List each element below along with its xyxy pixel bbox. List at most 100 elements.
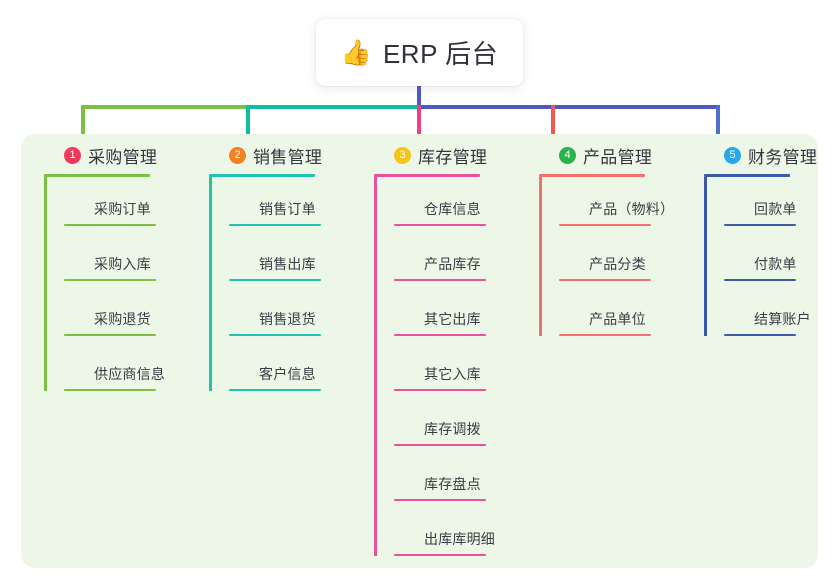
branch-header-rule <box>44 174 150 177</box>
branch-drop-line-3 <box>417 105 421 156</box>
branch-item-rule <box>394 499 486 501</box>
branch-header-rule <box>539 174 645 177</box>
branch-title: 产品管理 <box>583 147 653 167</box>
branch-item-rule <box>64 389 156 391</box>
branch-item[interactable]: 库存调拨 <box>394 397 524 452</box>
branch-header-rule <box>704 174 790 177</box>
branch-item-label: 产品（物料） <box>589 201 675 217</box>
branch-item-rule <box>394 444 486 446</box>
branch-item-rule <box>724 334 796 336</box>
branch-number-badge: 3 <box>394 146 411 164</box>
bus-segment-1 <box>81 105 248 109</box>
branch-drop-line-4 <box>551 105 555 156</box>
branch-drop-line-2 <box>246 105 250 156</box>
branch-item-rule <box>229 224 321 226</box>
root-node-content: 👍 ERP 后台 <box>341 34 498 71</box>
branch-item-label: 出库库明细 <box>424 531 495 547</box>
branch-item-label: 仓库信息 <box>424 201 481 217</box>
branch-item[interactable]: 销售退货 <box>229 287 359 342</box>
branch-header-5[interactable]: 5 财务管理 <box>704 143 834 167</box>
branch-number-badge: 5 <box>724 146 741 164</box>
branch-item-rule <box>394 224 486 226</box>
branch-item[interactable]: 付款单 <box>724 232 834 287</box>
branch-item[interactable]: 客户信息 <box>229 342 359 397</box>
branch-number-badge: 2 <box>229 146 246 164</box>
branch-header-2[interactable]: 2 销售管理 <box>209 143 359 167</box>
branch-items: 销售订单销售出库销售退货客户信息 <box>209 177 359 397</box>
branch-column-2: 2 销售管理销售订单销售出库销售退货客户信息 <box>209 143 359 397</box>
branch-spine-line <box>374 177 377 556</box>
branch-item-rule <box>64 224 156 226</box>
branch-item[interactable]: 产品库存 <box>394 232 524 287</box>
branch-item-rule <box>724 224 796 226</box>
branch-drop-line-1 <box>81 105 85 156</box>
branch-item[interactable]: 其它入库 <box>394 342 524 397</box>
branch-item-rule <box>394 279 486 281</box>
branch-item-label: 产品单位 <box>589 311 646 327</box>
branch-item-rule <box>559 334 651 336</box>
branch-spine-line <box>539 177 542 336</box>
branch-drop-line-5 <box>716 105 720 156</box>
branch-item-rule <box>229 334 321 336</box>
branch-item-rule <box>559 224 651 226</box>
branch-item-label: 销售出库 <box>259 256 316 272</box>
branch-item-label: 销售退货 <box>259 311 316 327</box>
branch-item[interactable]: 供应商信息 <box>64 342 194 397</box>
branch-spine-line <box>44 177 47 391</box>
branch-item[interactable]: 其它出库 <box>394 287 524 342</box>
branch-spine-line <box>704 177 707 336</box>
branch-item[interactable]: 产品分类 <box>559 232 689 287</box>
branch-title: 采购管理 <box>88 147 158 167</box>
branch-title: 财务管理 <box>748 147 818 167</box>
branch-item-rule <box>64 279 156 281</box>
branch-item-label: 库存盘点 <box>424 476 481 492</box>
branch-item-label: 回款单 <box>754 201 797 217</box>
branch-items: 仓库信息产品库存其它出库其它入库库存调拨库存盘点出库库明细 <box>374 177 524 562</box>
branch-item[interactable]: 产品（物料） <box>559 177 689 232</box>
branch-item[interactable]: 销售出库 <box>229 232 359 287</box>
branch-item-rule <box>394 334 486 336</box>
bus-segment-3 <box>417 105 720 109</box>
branches-panel <box>21 134 818 568</box>
branch-item[interactable]: 产品单位 <box>559 287 689 342</box>
branch-item[interactable]: 采购退货 <box>64 287 194 342</box>
branch-item-rule <box>724 279 796 281</box>
branch-item[interactable]: 回款单 <box>724 177 834 232</box>
branch-item-label: 采购退货 <box>94 311 151 327</box>
branch-item-rule <box>394 554 486 556</box>
branch-header-4[interactable]: 4 产品管理 <box>539 143 689 167</box>
branch-title: 销售管理 <box>253 147 323 167</box>
branch-column-5: 5 财务管理回款单付款单结算账户 <box>704 143 834 342</box>
branch-item[interactable]: 采购入库 <box>64 232 194 287</box>
branch-item[interactable]: 销售订单 <box>229 177 359 232</box>
branch-title: 库存管理 <box>418 147 488 167</box>
branch-item-rule <box>64 334 156 336</box>
branch-header-rule <box>209 174 315 177</box>
branch-items: 回款单付款单结算账户 <box>704 177 834 342</box>
branch-item-label: 供应商信息 <box>94 366 165 382</box>
branch-item-label: 采购入库 <box>94 256 151 272</box>
branch-spine-line <box>209 177 212 391</box>
branch-item[interactable]: 库存盘点 <box>394 452 524 507</box>
branch-item-rule <box>229 389 321 391</box>
branch-item-label: 采购订单 <box>94 201 151 217</box>
branch-header-rule <box>374 174 480 177</box>
branch-item-label: 产品库存 <box>424 256 481 272</box>
root-node-card[interactable]: 👍 ERP 后台 <box>316 19 523 86</box>
branch-column-3: 3 库存管理仓库信息产品库存其它出库其它入库库存调拨库存盘点出库库明细 <box>374 143 524 562</box>
root-node-title: ERP 后台 <box>382 39 499 69</box>
branch-item-label: 库存调拨 <box>424 421 481 437</box>
branch-item-rule <box>229 279 321 281</box>
branch-item[interactable]: 仓库信息 <box>394 177 524 232</box>
thumbs-up-icon: 👍 <box>340 38 372 67</box>
branch-items: 采购订单采购入库采购退货供应商信息 <box>44 177 194 397</box>
branch-number-badge: 4 <box>559 146 576 164</box>
branch-header-3[interactable]: 3 库存管理 <box>374 143 524 167</box>
branch-item[interactable]: 结算账户 <box>724 287 834 342</box>
branch-item[interactable]: 采购订单 <box>64 177 194 232</box>
branch-item-label: 付款单 <box>754 256 797 272</box>
branch-item[interactable]: 出库库明细 <box>394 507 524 562</box>
branch-item-rule <box>559 279 651 281</box>
